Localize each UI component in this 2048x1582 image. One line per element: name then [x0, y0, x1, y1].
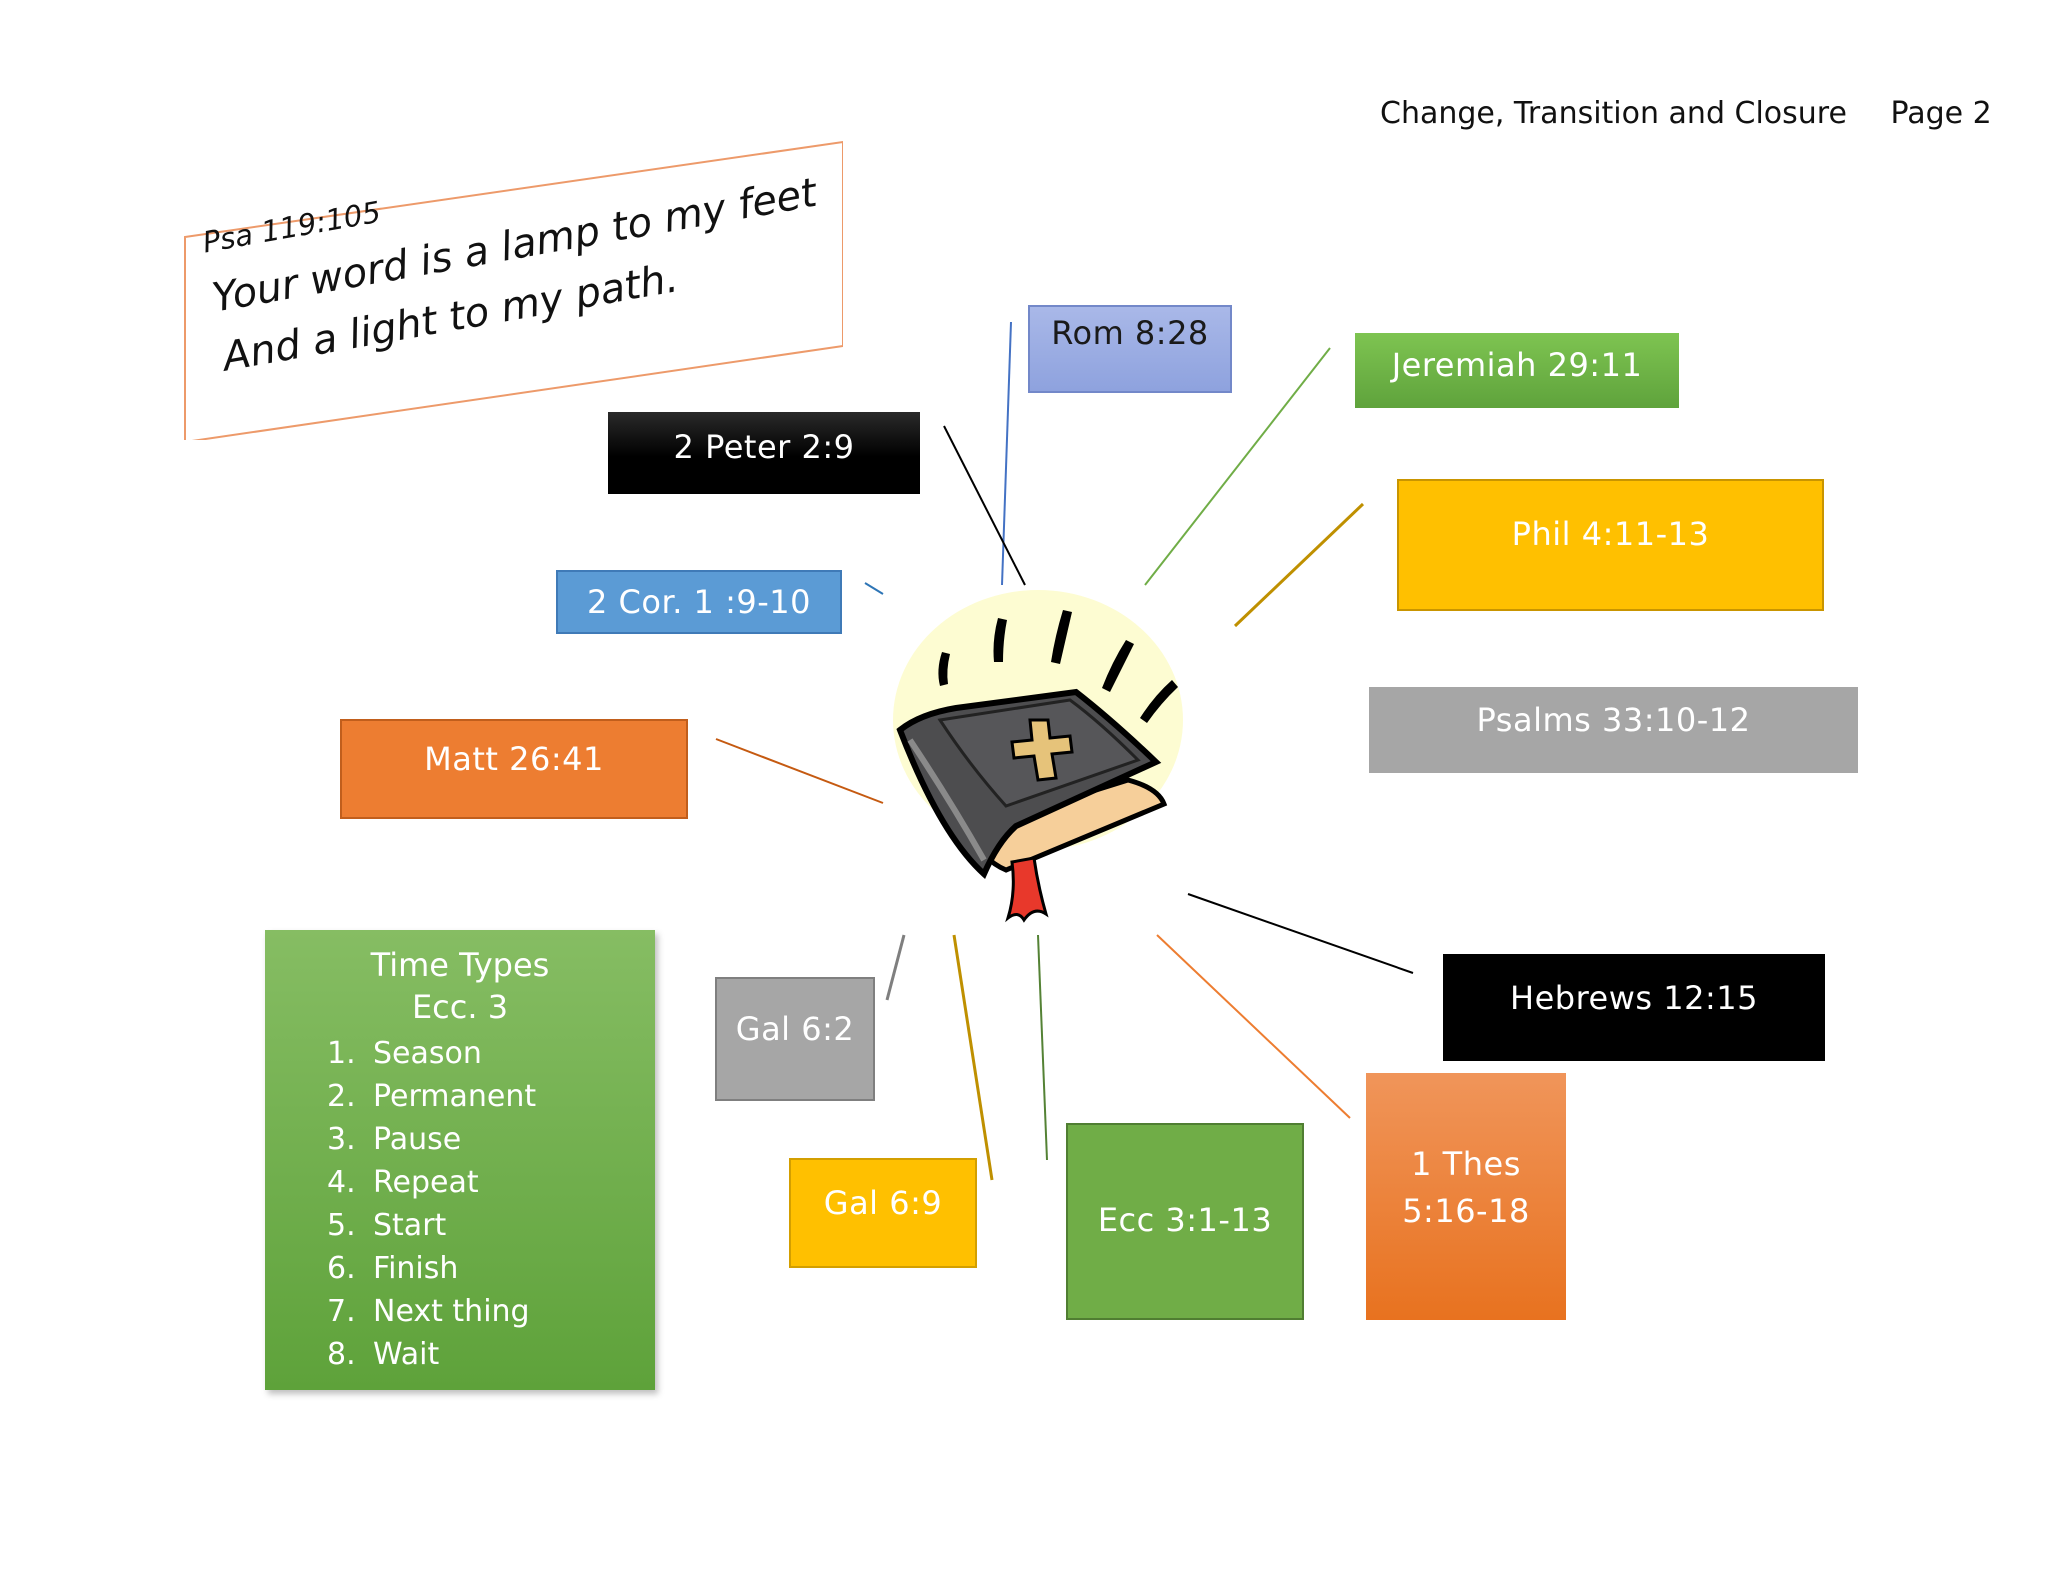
bible-icon — [893, 590, 1183, 923]
list-item: 6.Finish — [327, 1251, 459, 1286]
ref-2-cor-1-9-10: 2 Cor. 1 :9-10 — [556, 570, 842, 634]
ref-rom-8-28: Rom 8:28 — [1028, 305, 1232, 393]
connector-gal69 — [952, 934, 994, 1181]
list-item: 1.Season — [327, 1036, 482, 1071]
list-item: 4.Repeat — [327, 1165, 479, 1200]
connector-phil — [1233, 502, 1365, 628]
ref-psalms-33-10-12: Psalms 33:10-12 — [1369, 687, 1858, 773]
list-item: 2.Permanent — [327, 1079, 537, 1114]
ref-hebrews-12-15: Hebrews 12:15 — [1443, 954, 1825, 1061]
time-types-box: Time Types Ecc. 3 1.Season 2.Permanent 3… — [265, 930, 655, 1390]
connector-thes — [1156, 934, 1351, 1119]
document-title: Change, Transition and Closure — [1380, 96, 1847, 131]
connector-rom — [1001, 321, 1012, 586]
ref-phil-4-11-13: Phil 4:11-13 — [1397, 479, 1824, 611]
ref-label-line-2: 5:16-18 — [1402, 1192, 1530, 1230]
ref-gal-6-2: Gal 6:2 — [715, 977, 875, 1101]
ref-label: Psalms 33:10-12 — [1476, 701, 1751, 739]
ref-gal-6-9: Gal 6:9 — [789, 1158, 977, 1268]
page-number: Page 2 — [1890, 96, 1992, 131]
ray — [938, 652, 950, 686]
list-item: 5.Start — [327, 1208, 447, 1243]
ref-1-thes-5-16-18: 1 Thes 5:16-18 — [1366, 1073, 1566, 1320]
ref-label: Gal 6:2 — [735, 1010, 855, 1048]
ray — [1102, 640, 1134, 692]
ref-label: Rom 8:28 — [1051, 314, 1209, 352]
time-types-title: Time Types — [370, 946, 550, 984]
ref-label: Matt 26:41 — [424, 740, 604, 778]
time-types-subtitle: Ecc. 3 — [411, 988, 509, 1026]
connector-ecc — [1037, 934, 1048, 1161]
ref-label: 2 Cor. 1 :9-10 — [587, 583, 811, 621]
page-header: Change, Transition and Closure Page 2 — [1380, 96, 1992, 131]
book-spine-highlight — [907, 738, 987, 862]
connector-matt — [715, 738, 884, 804]
cross-icon — [1010, 718, 1074, 782]
connector-peter — [943, 425, 1026, 586]
ray — [1140, 680, 1178, 723]
connector-jeremiah — [1144, 347, 1331, 586]
verse-card — [184, 140, 843, 440]
ref-label: Gal 6:9 — [823, 1184, 943, 1222]
ref-label: 2 Peter 2:9 — [673, 428, 855, 466]
list-item: 7.Next thing — [327, 1294, 530, 1329]
ref-matt-26-41: Matt 26:41 — [340, 719, 688, 819]
ref-label: Phil 4:11-13 — [1511, 515, 1710, 553]
bookmark — [1005, 856, 1049, 923]
connector-hebrews — [1187, 893, 1414, 974]
list-item: 3.Pause — [327, 1122, 462, 1157]
time-types-list: 1.Season 2.Permanent 3.Pause 4.Repeat 5.… — [265, 1032, 655, 1376]
ref-label: Jeremiah 29:11 — [1391, 345, 1643, 384]
ray — [993, 618, 1007, 662]
ref-label: Ecc 3:1-13 — [1097, 1200, 1273, 1239]
ref-2-peter-2-9: 2 Peter 2:9 — [608, 412, 920, 494]
connector-gal62 — [885, 934, 906, 1001]
ray — [1051, 610, 1072, 664]
list-item: 8.Wait — [327, 1337, 440, 1372]
ref-ecc-3-1-13: Ecc 3:1-13 — [1066, 1123, 1304, 1320]
ref-jeremiah-29-11: Jeremiah 29:11 — [1355, 333, 1679, 408]
connector-cor — [864, 582, 884, 595]
ref-label-line-1: 1 Thes — [1411, 1145, 1521, 1183]
ref-label: Hebrews 12:15 — [1510, 978, 1758, 1017]
